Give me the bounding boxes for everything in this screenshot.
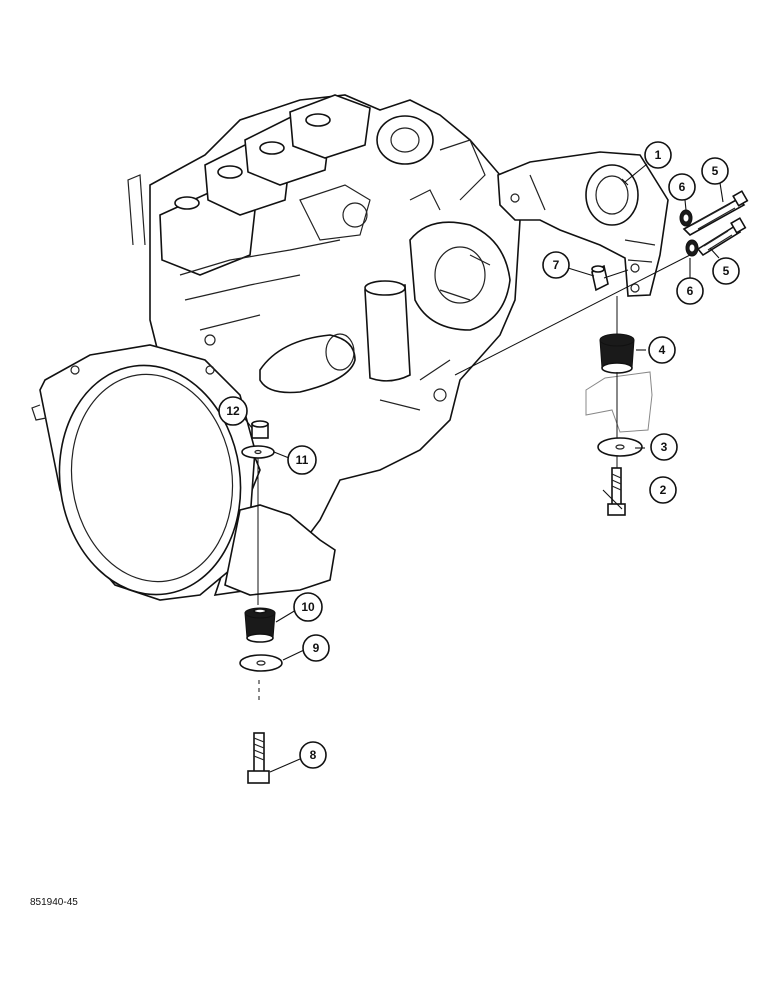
callout-2: 2 <box>649 476 677 504</box>
bolt-rear-vertical <box>607 456 626 516</box>
callout-3: 3 <box>650 433 678 461</box>
washer-rear <box>597 437 643 457</box>
callout-7-label: 7 <box>553 258 560 272</box>
washer-front-bottom <box>239 654 283 672</box>
callout-12: 12 <box>218 396 248 426</box>
callout-9-label: 9 <box>313 641 320 655</box>
callout-7: 7 <box>542 251 570 279</box>
callout-10: 10 <box>293 592 323 622</box>
callout-6-upper-label: 6 <box>679 180 686 194</box>
callout-leaders <box>244 163 724 773</box>
callout-4: 4 <box>648 336 676 364</box>
nut-upper <box>679 209 693 227</box>
frame-bracket-ghost <box>585 371 653 440</box>
callout-5-upper: 5 <box>701 157 729 185</box>
callout-9: 9 <box>302 634 330 662</box>
callout-5-upper-label: 5 <box>712 164 719 178</box>
callout-6-lower: 6 <box>676 277 704 305</box>
callout-11-label: 11 <box>296 453 309 467</box>
mount-bracket <box>497 151 669 297</box>
callout-12-label: 12 <box>226 404 240 418</box>
rubber-isolator-front <box>244 607 276 643</box>
nut-lower <box>685 239 699 257</box>
callout-8: 8 <box>299 741 327 769</box>
bolt-upper <box>682 190 749 236</box>
nut-front-top <box>251 420 269 439</box>
figure-id: 851940-45 <box>30 897 78 908</box>
bolt-front-vertical <box>247 732 270 784</box>
callout-4-label: 4 <box>659 343 666 357</box>
washer-front-top <box>241 445 275 459</box>
callout-2-label: 2 <box>660 483 667 497</box>
spacer <box>591 264 609 292</box>
callout-11: 11 <box>287 445 317 475</box>
bolt-lower <box>696 217 747 257</box>
callout-3-label: 3 <box>661 440 668 454</box>
callout-8-label: 8 <box>310 748 317 762</box>
callout-5-lower-label: 5 <box>723 264 730 278</box>
callout-6-upper: 6 <box>668 173 696 201</box>
engine-assembly <box>31 94 521 601</box>
callout-6-lower-label: 6 <box>687 284 694 298</box>
callout-1-label: 1 <box>655 148 662 162</box>
rubber-isolator-rear <box>599 296 635 374</box>
callout-5-lower: 5 <box>712 257 740 285</box>
callout-10-label: 10 <box>301 600 315 614</box>
callout-1: 1 <box>644 141 672 169</box>
